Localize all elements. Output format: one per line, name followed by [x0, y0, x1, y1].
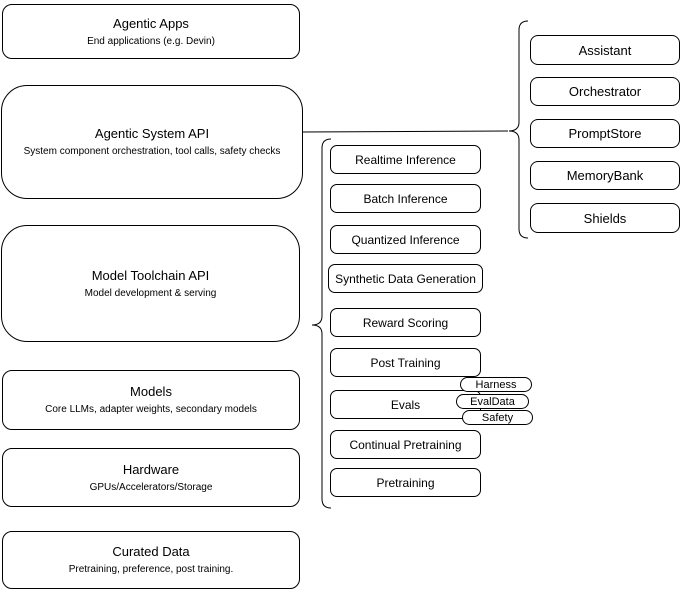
node-promptstore: PromptStore — [530, 119, 680, 148]
node-title: Agentic Apps — [113, 15, 189, 31]
node-agentic-apps: Agentic Apps End applications (e.g. Devi… — [2, 4, 300, 59]
brace-system-components — [508, 20, 529, 239]
tag-safety: Safety — [462, 410, 533, 425]
node-quantized-inference: Quantized Inference — [330, 225, 481, 254]
node-subtitle: Model development & serving — [84, 287, 217, 299]
node-title: Curated Data — [112, 544, 190, 559]
brace-toolchain-items — [311, 138, 332, 509]
node-title: Agentic System API — [94, 126, 210, 141]
node-title: Models — [130, 384, 172, 399]
connector-system-api-to-components — [301, 130, 509, 133]
tag-evaldata: EvalData — [456, 394, 529, 409]
node-agentic-system-api: Agentic System API System component orch… — [1, 85, 303, 199]
node-curated-data: Curated Data Pretraining, preference, po… — [2, 531, 300, 589]
node-synthetic-data-generation: Synthetic Data Generation — [328, 264, 483, 293]
node-subtitle: System component orchestration, tool cal… — [23, 146, 281, 157]
node-hardware: Hardware GPUs/Accelerators/Storage — [2, 448, 300, 507]
node-memorybank: MemoryBank — [530, 161, 680, 190]
node-reward-scoring: Reward Scoring — [330, 308, 481, 337]
node-assistant: Assistant — [530, 35, 680, 65]
node-shields: Shields — [530, 203, 680, 233]
node-subtitle: End applications (e.g. Devin) — [87, 35, 215, 47]
node-title: Hardware — [122, 461, 180, 477]
tag-harness: Harness — [460, 377, 532, 392]
node-models: Models Core LLMs, adapter weights, secon… — [2, 370, 300, 430]
node-model-toolchain-api: Model Toolchain API Model development & … — [1, 225, 300, 342]
node-subtitle: Core LLMs, adapter weights, secondary mo… — [45, 404, 257, 415]
node-continual-pretraining: Continual Pretraining — [330, 430, 481, 459]
node-pretraining: Pretraining — [330, 468, 481, 497]
node-title: Model Toolchain API — [91, 267, 210, 283]
node-post-training: Post Training — [330, 348, 481, 377]
node-subtitle: Pretraining, preference, post training. — [68, 564, 234, 575]
node-batch-inference: Batch Inference — [330, 184, 481, 213]
node-realtime-inference: Realtime Inference — [330, 145, 481, 174]
node-subtitle: GPUs/Accelerators/Storage — [89, 481, 213, 493]
node-orchestrator: Orchestrator — [530, 77, 680, 106]
